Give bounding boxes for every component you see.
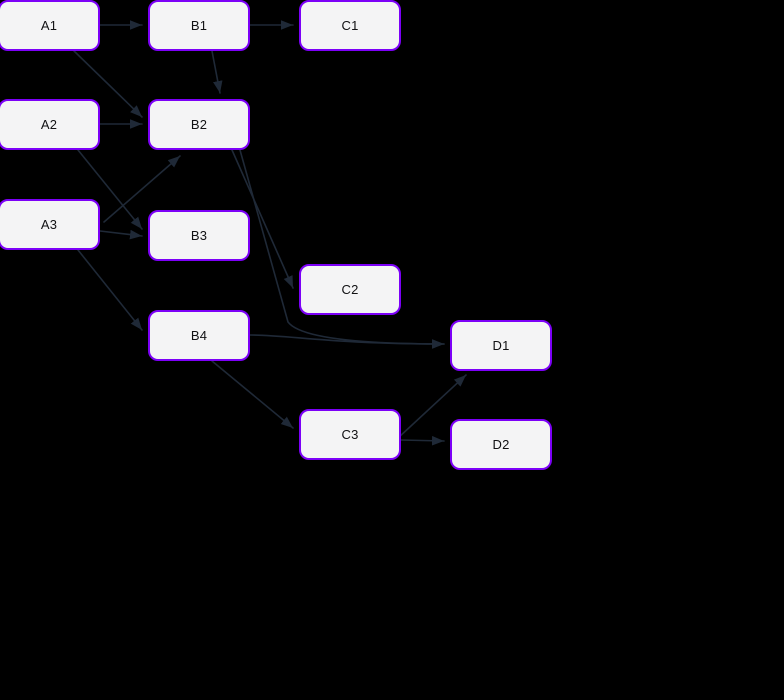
node-b3[interactable]: B3 xyxy=(148,210,250,261)
node-label: C3 xyxy=(341,427,359,442)
edge-b4-d1 xyxy=(249,334,445,349)
edge-b4-c3 xyxy=(211,360,294,429)
node-label: B3 xyxy=(190,228,208,243)
node-label: D2 xyxy=(492,437,510,452)
node-b2[interactable]: B2 xyxy=(148,99,250,150)
node-label: D1 xyxy=(492,338,510,353)
node-b4[interactable]: B4 xyxy=(148,310,250,361)
node-a2[interactable]: A2 xyxy=(0,99,100,150)
node-label: B1 xyxy=(190,18,208,33)
node-d1[interactable]: D1 xyxy=(450,320,552,371)
node-c3[interactable]: C3 xyxy=(299,409,401,460)
edges-group xyxy=(73,20,467,446)
node-label: C1 xyxy=(341,18,359,33)
node-label: A2 xyxy=(40,117,58,132)
edge-c3-d2 xyxy=(400,435,445,446)
node-label: A1 xyxy=(40,18,58,33)
node-c1[interactable]: C1 xyxy=(299,0,401,51)
node-a3[interactable]: A3 xyxy=(0,199,100,250)
node-c2[interactable]: C2 xyxy=(299,264,401,315)
edge-a3-b3 xyxy=(99,229,143,240)
node-a1[interactable]: A1 xyxy=(0,0,100,51)
edge-a3-b4 xyxy=(77,249,143,331)
edge-b1-b2 xyxy=(211,50,223,94)
node-label: C2 xyxy=(341,282,359,297)
node-label: A3 xyxy=(40,217,58,232)
node-label: B4 xyxy=(190,328,208,343)
node-label: B2 xyxy=(190,117,208,132)
node-d2[interactable]: D2 xyxy=(450,419,552,470)
node-b1[interactable]: B1 xyxy=(148,0,250,51)
